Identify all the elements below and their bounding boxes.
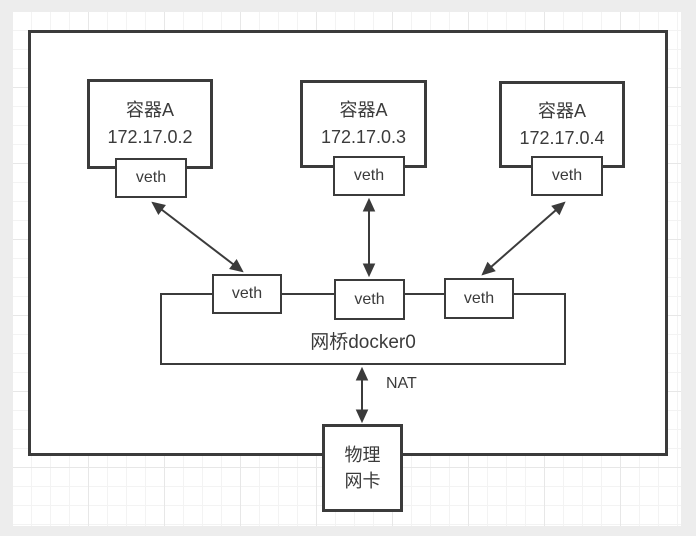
veth-label: veth [353,167,385,184]
container-box-2: 容器A 172.17.0.3 [300,80,427,168]
container-ip: 172.17.0.3 [320,127,407,147]
container-box-1: 容器A 172.17.0.2 [87,79,213,169]
veth-label: veth [354,290,385,308]
bridge-label: 网桥docker0 [310,332,416,353]
bridge-veth-3: veth [444,278,514,319]
bridge-veth-1: veth [212,274,282,314]
physical-nic-box: 物理 网卡 [322,424,403,512]
container-veth-3: veth [531,156,603,196]
veth-label: veth [135,169,167,186]
container-title: 容器A [537,100,586,121]
veth-label: veth [231,285,263,302]
veth-label: veth [463,289,495,307]
bridge-veth-2: veth [334,279,405,320]
container-veth-1: veth [115,158,187,198]
veth-label: veth [551,167,583,184]
physical-nic-label-line1: 物理 [344,445,381,465]
container-box-3: 容器A 172.17.0.4 [499,81,625,168]
container-title: 容器A [125,100,174,120]
nat-label: NAT [386,375,417,392]
container-ip: 172.17.0.4 [519,127,605,148]
physical-nic-label-line2: 网卡 [344,471,381,491]
container-ip: 172.17.0.2 [107,127,193,147]
container-title: 容器A [339,100,388,120]
container-veth-2: veth [333,156,405,196]
